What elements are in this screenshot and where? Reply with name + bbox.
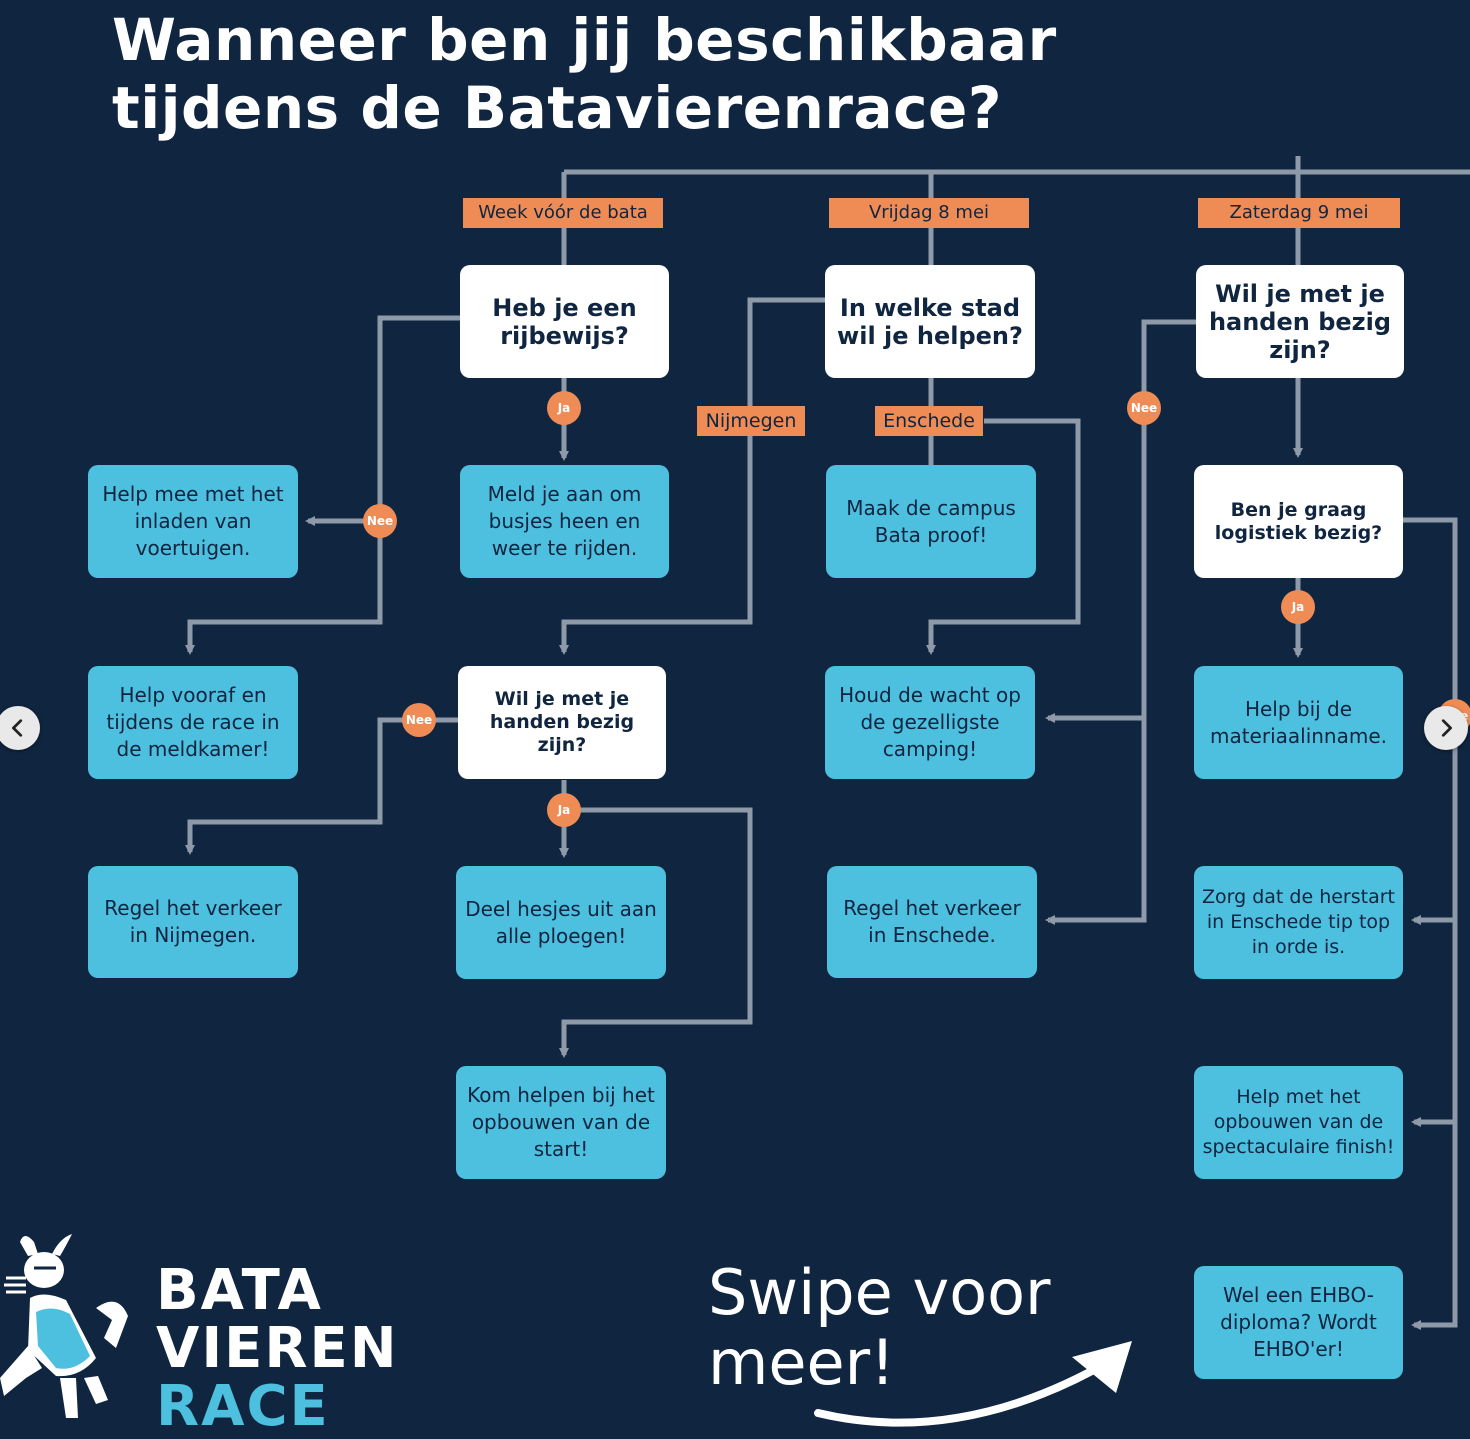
license-no-line [185,315,460,655]
question-license: Heb je een rijbewijs? [460,265,669,378]
day-tag-friday: Vrijdag 8 mei [829,198,1029,228]
hands-sat-no-line [1045,319,1196,925]
answer-start: Kom helpen bij het opbouwen van de start… [456,1066,666,1179]
swipe-hint: Swipe voor meer! [708,1258,1051,1398]
page-title-line-1: Wanneer ben jij beschikbaar [112,6,1057,74]
enschede-loop-line [926,418,1081,655]
page-title: Wanneer ben jij beschikbaar tijdens de B… [112,6,1057,142]
badge-hands-week-yes: Ja [547,793,581,827]
bata-logo: BATA VIEREN RACE [156,1262,399,1436]
viking-mascot-icon [0,1234,128,1418]
answer-meldkamer: Help vooraf en tijdens de race in de mel… [88,666,298,779]
carousel-next-button[interactable] [1424,706,1468,750]
question-hands-saturday: Wil je met je handen bezig zijn? [1196,265,1404,378]
question-logistics: Ben je graag logistiek bezig? [1194,465,1403,578]
label-nijmegen: Nijmegen [697,406,805,436]
answer-campus: Maak de campus Bata proof! [826,465,1036,578]
page-title-line-2: tijdens de Batavierenrace? [112,74,1002,142]
badge-license-yes: Ja [547,391,581,425]
answer-herstart: Zorg dat de herstart in Enschede tip top… [1194,866,1403,979]
hands-week-yes-branch-line [559,807,753,1058]
logo-line-1: BATA [156,1258,323,1323]
day-tag-saturday: Zaterdag 9 mei [1198,198,1400,228]
label-enschede: Enschede [875,406,983,436]
question-hands-week: Wil je met je handen bezig zijn? [458,666,666,779]
swipe-hint-line-2: meer! [708,1326,896,1399]
answer-verkeer-nijmegen: Regel het verkeer in Nijmegen. [88,866,298,978]
badge-license-no: Nee [363,504,397,538]
chevron-right-icon [1441,719,1452,737]
nijmegen-line [559,297,825,655]
answer-ehbo: Wel een EHBO-diploma? Wordt EHBO'er! [1194,1266,1403,1379]
curved-arrow-icon [814,1341,1132,1427]
answer-camping: Houd de wacht op de gezelligste camping! [825,666,1035,779]
answer-hesjes: Deel hesjes uit aan alle ploegen! [456,866,666,979]
answer-loading: Help mee met het inladen van voertuigen. [88,465,298,578]
badge-logistics-yes: Ja [1281,590,1315,624]
day-tag-week: Week vóór de bata [463,198,663,228]
answer-verkeer-enschede: Regel het verkeer in Enschede. [827,866,1037,978]
answer-materiaal: Help bij de materiaalinname. [1194,666,1403,779]
logo-line-3: RACE [156,1374,330,1439]
chevron-left-icon [12,719,23,737]
badge-hands-saturday-no: Nee [1127,391,1161,425]
question-city: In welke stad wil je helpen? [825,265,1035,378]
badge-hands-week-no: Nee [402,703,436,737]
carousel-prev-button[interactable] [0,706,40,750]
answer-finish: Help met het opbouwen van de spectaculai… [1194,1066,1403,1179]
logo-line-2: VIEREN [156,1316,399,1381]
swipe-hint-line-1: Swipe voor [708,1256,1051,1329]
answer-busjes: Meld je aan om busjes heen en weer te ri… [460,465,669,578]
